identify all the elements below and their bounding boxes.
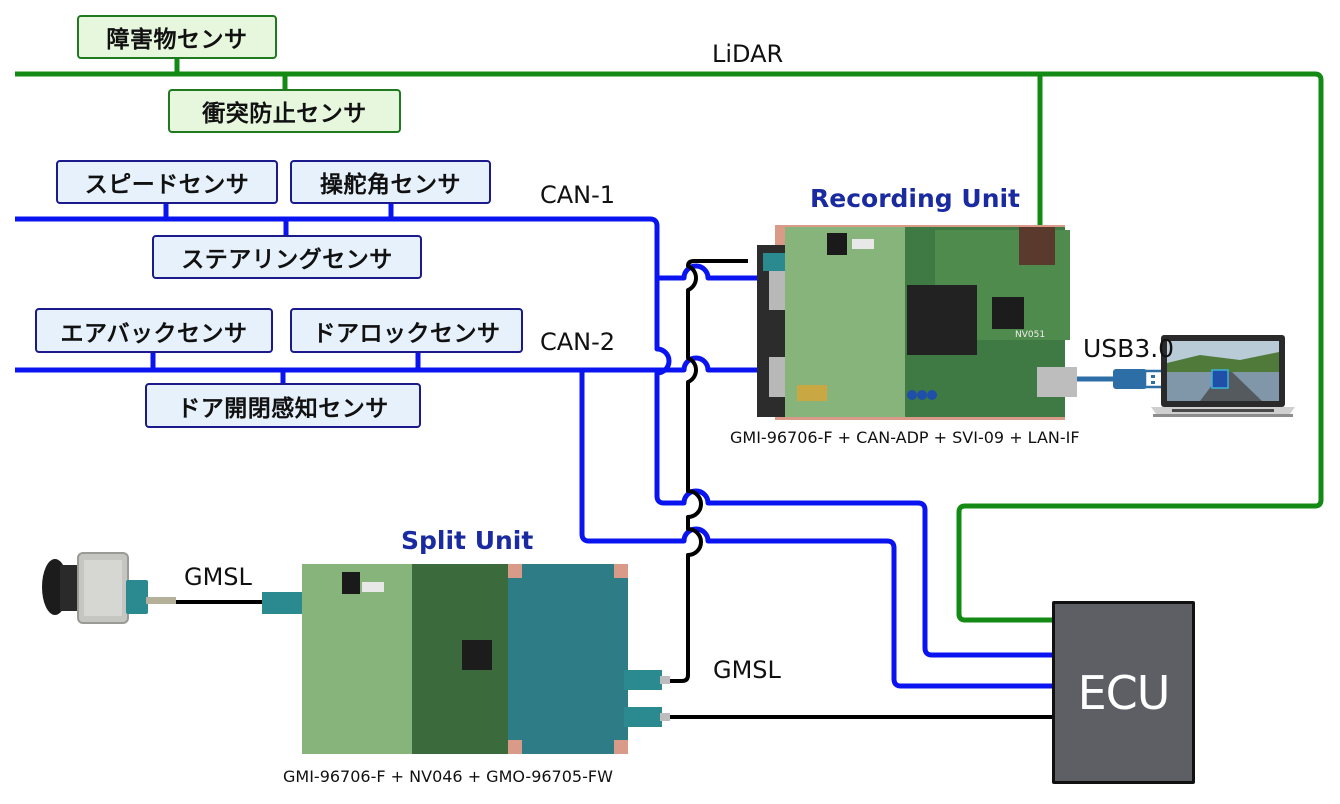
split-unit-board (262, 562, 672, 757)
usb-plug-icon (1113, 369, 1167, 389)
split-unit-title: Split Unit (401, 526, 534, 555)
sensor-label: 操舵角センサ (320, 172, 461, 198)
gmsl-split-to-recording (666, 259, 748, 683)
sensor-steering: ステアリングセンサ (152, 235, 422, 279)
can2-branch-ecu (579, 370, 1054, 689)
can2-main-line (15, 355, 760, 373)
sensor-collision-prevention: 衝突防止センサ (168, 89, 401, 133)
sensor-label: スピードセンサ (84, 172, 250, 198)
sensor-label: 衝突防止センサ (202, 101, 367, 127)
can1-bus (15, 203, 1054, 658)
recording-unit-pcb-image: NV051 (757, 225, 1077, 420)
sensor-obstacle: 障害物センサ (77, 15, 277, 59)
camera-icon (42, 552, 176, 624)
sensor-steering-angle: 操舵角センサ (290, 160, 491, 204)
can1-bus-label: CAN-1 (540, 181, 616, 209)
gmsl-cables (175, 259, 1054, 719)
can1-main-line (15, 216, 1054, 658)
sensor-label: ステアリングセンサ (181, 247, 393, 273)
gmsl-output-label: GMSL (713, 656, 781, 684)
can2-bus-label: CAN-2 (540, 328, 616, 356)
sensor-door-open-close: ドア開閉感知センサ (145, 383, 421, 428)
sensor-speed: スピードセンサ (56, 160, 278, 204)
laptop-icon (1151, 335, 1295, 417)
lidar-bus-label: LiDAR (712, 40, 784, 68)
sensor-label: エアバックセンサ (60, 320, 248, 347)
split-unit-caption: GMI-96706-F + NV046 + GMO-96705-FW (283, 767, 613, 786)
ecu-label: ECU (1077, 665, 1171, 720)
lidar-main-line (15, 71, 1324, 623)
usb-label: USB3.0 (1083, 334, 1175, 363)
ecu-block: ECU (1052, 601, 1195, 784)
nv051-module-label: NV051 (1015, 330, 1045, 340)
sensor-door-lock: ドアロックセンサ (290, 308, 523, 353)
can1-branch-recording-unit (657, 263, 760, 281)
recording-unit-caption: GMI-96706-F + CAN-ADP + SVI-09 + LAN-IF (730, 428, 1080, 447)
gmsl-input-label: GMSL (184, 563, 252, 591)
sensor-label: 障害物センサ (106, 27, 248, 53)
usb-cable (1075, 369, 1167, 389)
sensor-label: ドア開閉感知センサ (177, 395, 389, 422)
lidar-bus (15, 58, 1324, 623)
recording-unit-title: Recording Unit (810, 184, 1021, 213)
recording-unit-board: NV051 (757, 225, 1077, 420)
split-unit-pcb-image (262, 564, 670, 754)
sensor-airbag: エアバックセンサ (35, 308, 273, 353)
sensor-label: ドアロックセンサ (312, 320, 501, 347)
